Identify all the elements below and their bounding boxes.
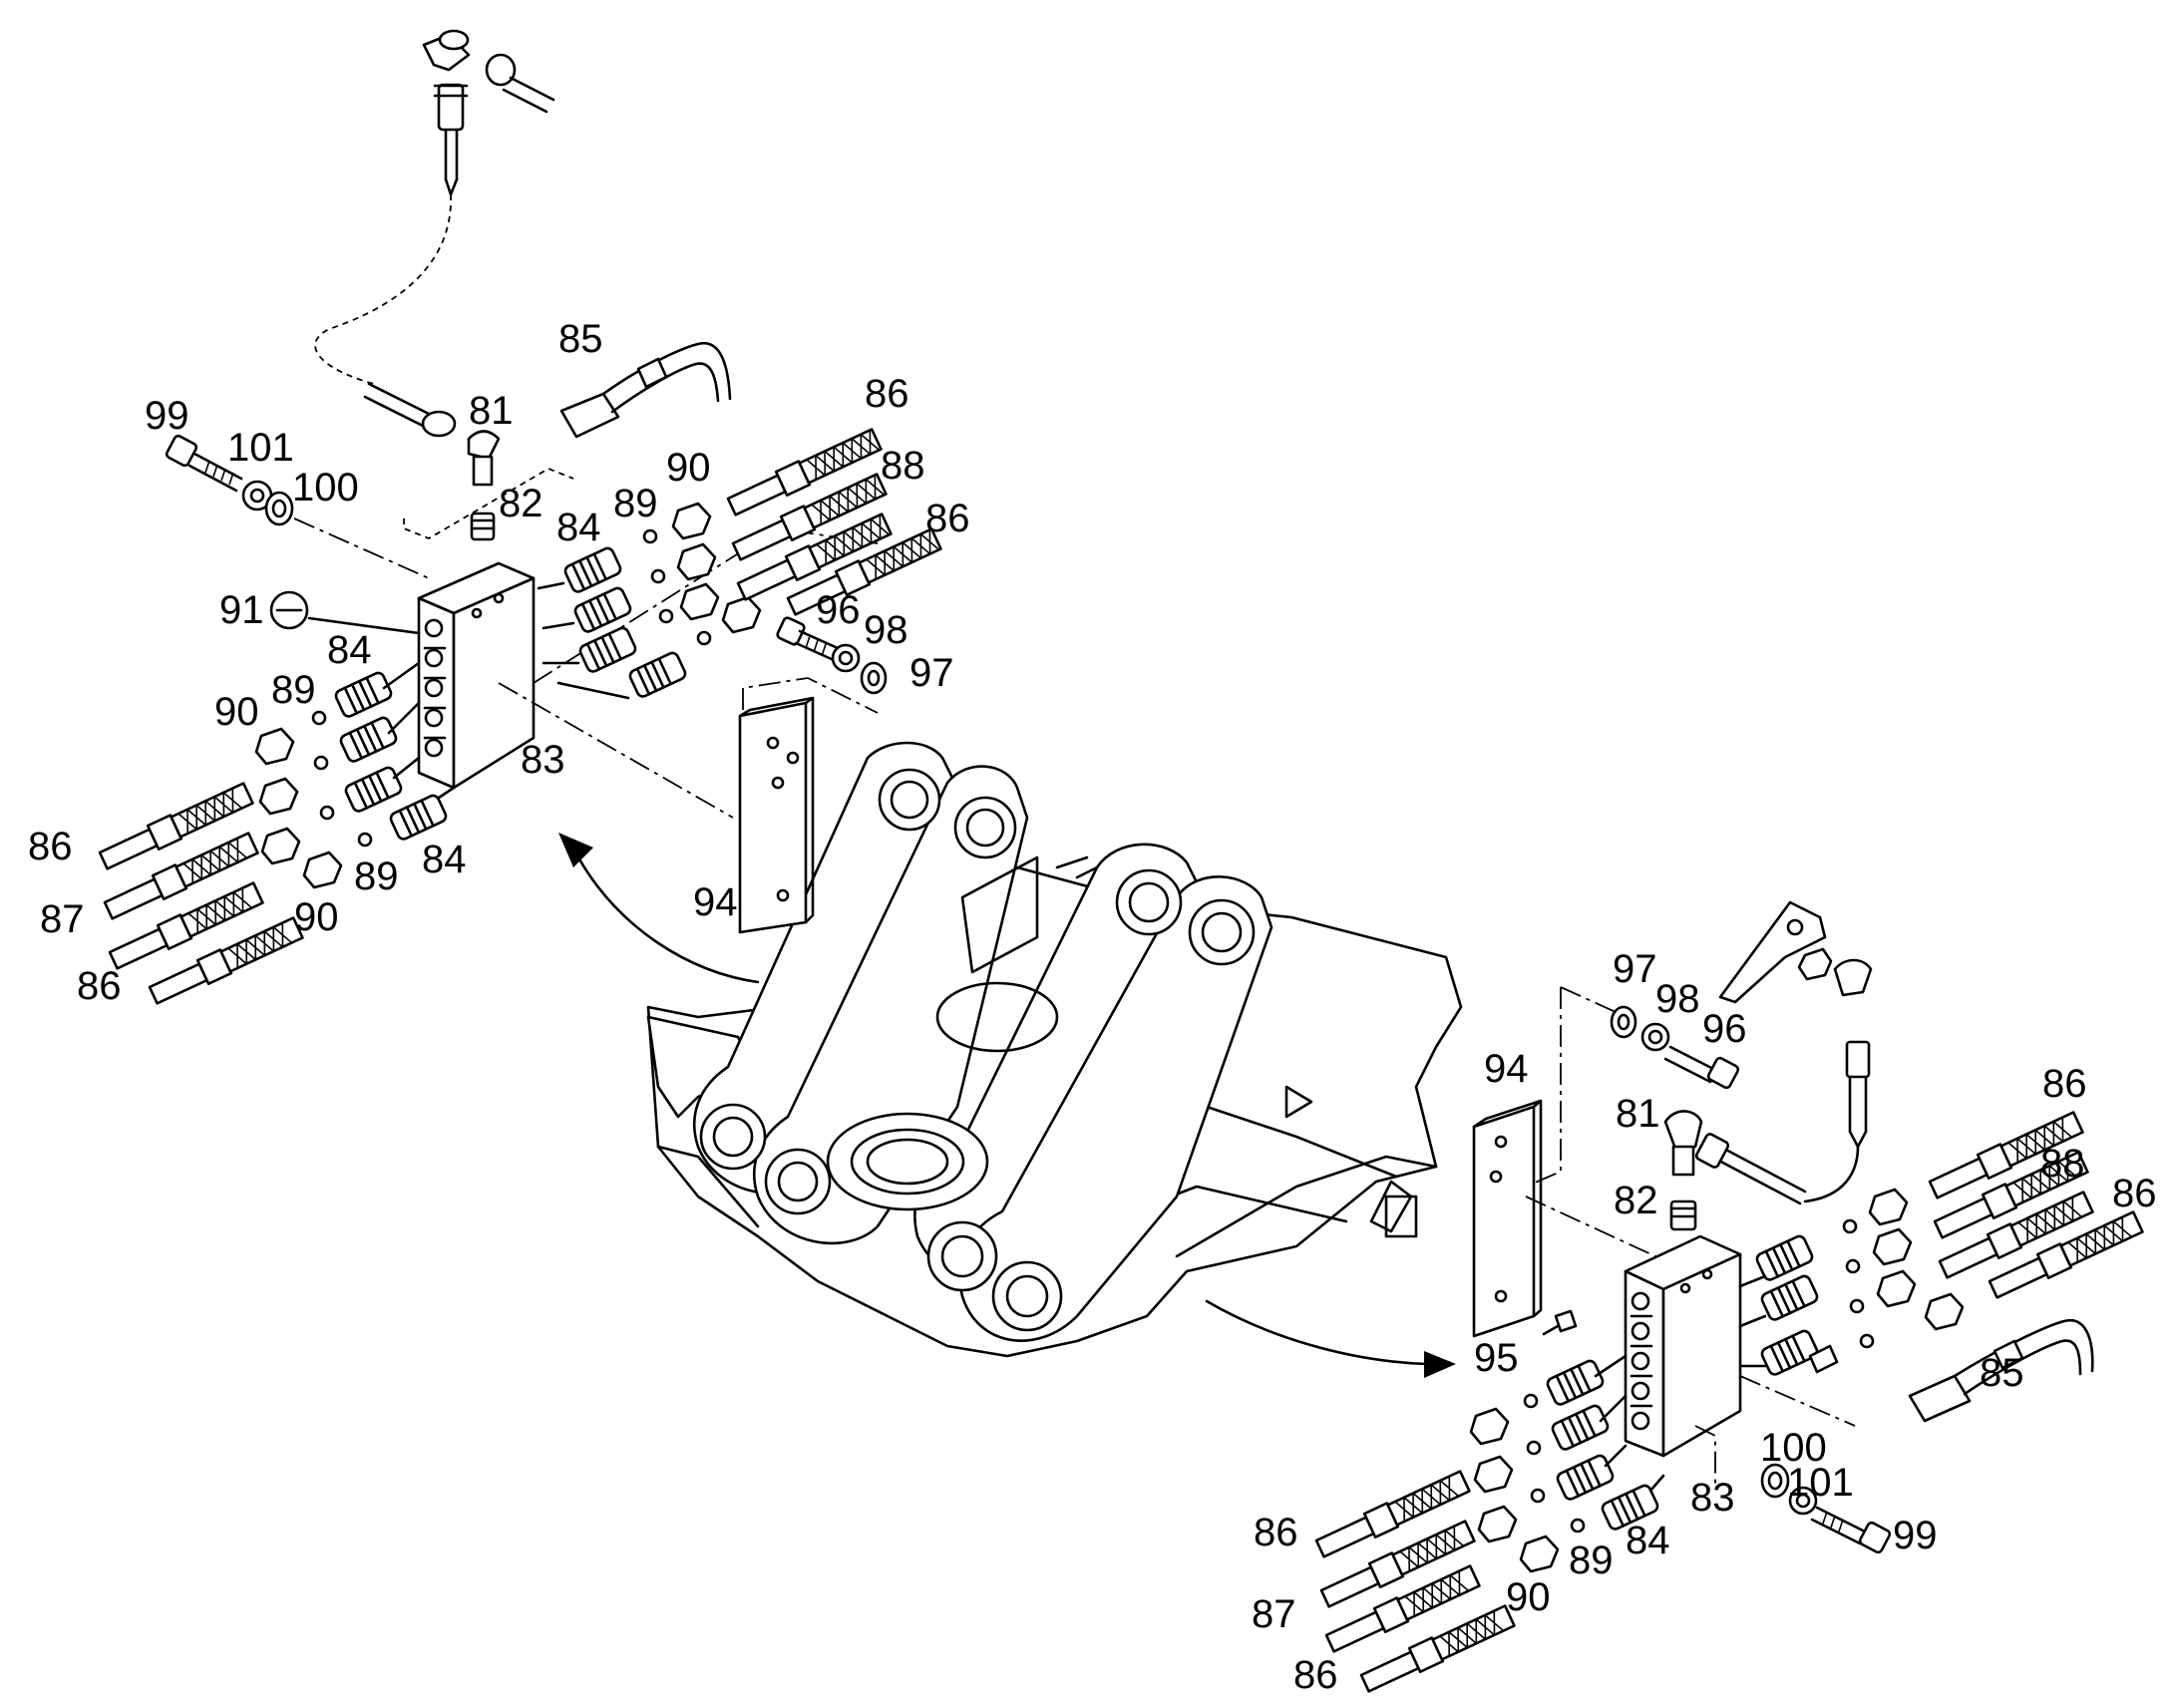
hoses-right — [1928, 1111, 2144, 1299]
label-101: 101 — [227, 426, 294, 470]
label-96-top: 96 — [816, 588, 861, 632]
label-83-right: 83 — [1690, 1476, 1735, 1520]
label-86-top-2: 86 — [925, 497, 970, 540]
main-frame-drawing — [646, 741, 1463, 1358]
plate-94-right — [1472, 1099, 1656, 1338]
valve-block-83-right — [1624, 1234, 1856, 1486]
label-84-left-2: 84 — [422, 838, 467, 881]
label-94-left: 94 — [693, 880, 738, 924]
label-90-bottom: 90 — [1506, 1575, 1551, 1619]
label-81: 81 — [469, 389, 514, 433]
bolt-washer-set-right-top — [1525, 986, 1740, 1188]
label-86-left-2: 86 — [77, 964, 122, 1008]
label-89-bottom: 89 — [1569, 1538, 1614, 1582]
label-86-left-1: 86 — [28, 825, 73, 868]
label-87-bottom: 87 — [1252, 1592, 1296, 1636]
plug-91 — [269, 590, 421, 635]
label-90-left: 90 — [214, 690, 259, 734]
screw-95 — [1542, 1309, 1578, 1336]
label-82: 82 — [499, 482, 544, 525]
right-bracket-and-elbow — [1663, 900, 1873, 1231]
fittings-bottom-right — [1469, 1354, 1665, 1573]
hoses-bottom — [1314, 1470, 1516, 1693]
label-87-left: 87 — [40, 897, 85, 941]
label-86-right-2: 86 — [2112, 1172, 2157, 1215]
label-95: 95 — [1474, 1336, 1519, 1380]
label-97-top: 97 — [909, 651, 954, 695]
label-90-top: 90 — [666, 446, 711, 490]
label-88-right: 88 — [2040, 1142, 2085, 1186]
label-86-bottom-1: 86 — [1254, 1511, 1298, 1554]
label-91: 91 — [219, 588, 264, 632]
fittings-right-of-block — [1738, 1188, 1965, 1376]
fittings-top-right-of-block — [537, 502, 762, 700]
label-96-right: 96 — [1702, 1007, 1747, 1051]
label-86-top-1: 86 — [865, 372, 909, 416]
label-84-top: 84 — [556, 506, 601, 549]
label-82-right: 82 — [1614, 1179, 1658, 1222]
label-101-right: 101 — [1787, 1461, 1854, 1505]
plate-94-left — [738, 677, 879, 934]
label-99-right: 99 — [1893, 1514, 1938, 1557]
hose-85-right — [1908, 1318, 2094, 1423]
label-89-left: 89 — [271, 668, 316, 712]
label-97-right: 97 — [1613, 947, 1657, 991]
label-81-right: 81 — [1616, 1092, 1660, 1136]
label-89-left-2: 89 — [354, 854, 399, 898]
bolt-washer-set-top-left — [165, 434, 574, 579]
hose-85-top — [559, 341, 732, 439]
label-84-left: 84 — [327, 628, 372, 672]
bolt-washer-set-top-right — [776, 616, 888, 695]
part-number-labels: 99 101 100 81 85 82 84 89 90 86 88 86 91… — [28, 317, 2157, 1697]
fittings-left-of-block — [254, 661, 456, 889]
label-88-top: 88 — [881, 444, 925, 488]
label-100: 100 — [292, 466, 359, 510]
label-89-top: 89 — [613, 482, 658, 525]
label-90-left-2: 90 — [294, 895, 339, 939]
label-99: 99 — [145, 394, 189, 438]
label-94-right: 94 — [1484, 1047, 1529, 1091]
hoses-left — [98, 782, 304, 1005]
label-85: 85 — [558, 317, 603, 361]
label-98-top: 98 — [864, 608, 908, 652]
label-84-bottom: 84 — [1626, 1519, 1670, 1562]
label-98-right: 98 — [1655, 977, 1700, 1021]
label-83-left: 83 — [521, 738, 565, 782]
label-86-right-1: 86 — [2042, 1062, 2087, 1106]
assembly-arrows — [558, 833, 1456, 1378]
label-100-right: 100 — [1760, 1426, 1827, 1470]
valve-block-83-top — [417, 527, 879, 819]
top-left-hose-assembly — [314, 29, 555, 541]
hoses-top-right — [726, 428, 942, 616]
label-86-bottom-2: 86 — [1293, 1653, 1338, 1697]
label-85-right: 85 — [1980, 1351, 2024, 1395]
bolt-washer-set-right-bottom — [1760, 1463, 1892, 1554]
